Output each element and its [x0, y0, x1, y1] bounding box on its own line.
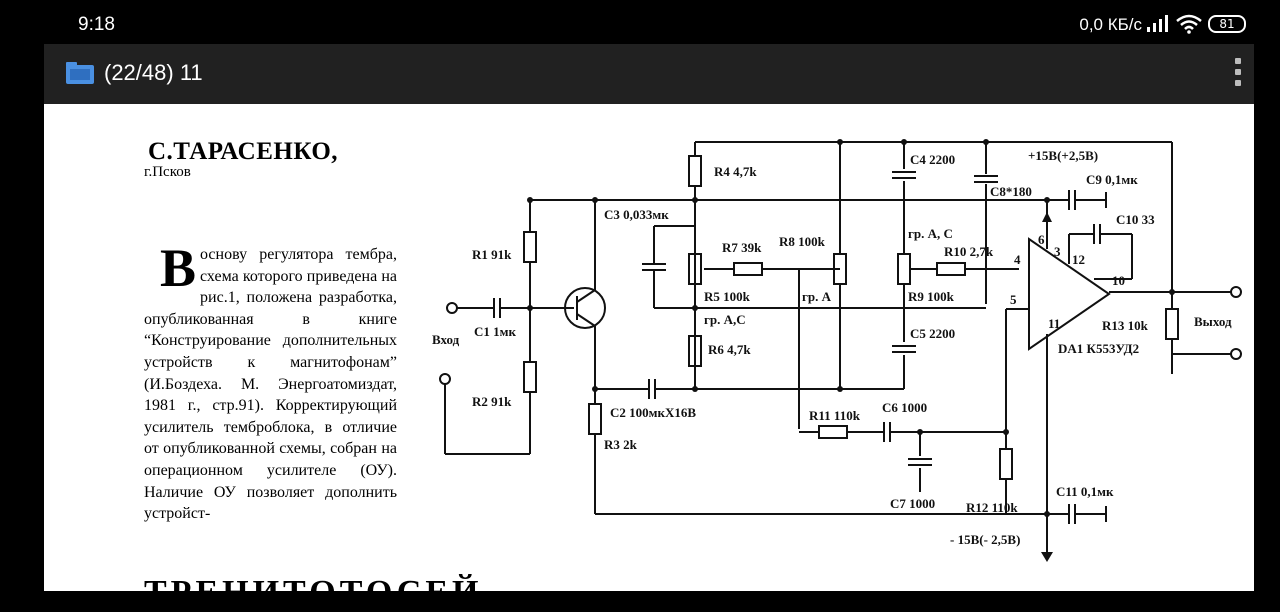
input-terminal-icon [446, 302, 458, 314]
pin-3: 3 [1054, 244, 1061, 259]
label-c7: C7 1000 [890, 496, 935, 511]
label-r2: R2 91k [472, 394, 512, 409]
battery-icon: 81 [1208, 15, 1246, 33]
output-terminal-icon [1230, 286, 1242, 298]
signal-icon [1147, 15, 1168, 32]
label-r13: R13 10k [1102, 318, 1149, 333]
label-r12: R12 110k [966, 500, 1018, 515]
more-vert-icon[interactable] [1232, 58, 1244, 92]
pin-5: 5 [1010, 292, 1017, 307]
folder-icon [66, 62, 94, 84]
label-c11: C11 0,1мк [1056, 484, 1114, 499]
label-r3: R3 2k [604, 437, 638, 452]
circuit-schematic: R1 91k R2 91k R3 2k R4 4,7k R5 100k R6 4… [432, 139, 1242, 562]
label-c10: C10 33 [1116, 212, 1155, 227]
document-title: (22/48) 11 [104, 60, 203, 85]
app-bar: (22/48) 11 [44, 44, 1254, 104]
output-ground-terminal-icon [1230, 348, 1242, 360]
next-article-title: ТРЕНИТОТОСЕЙ [144, 574, 483, 611]
label-group-ac-1: гр. А,С [704, 312, 746, 327]
label-c2: C2 100мкX16B [610, 405, 696, 420]
article-city: г.Псков [144, 164, 191, 180]
dropcap: В [160, 238, 197, 298]
label-r1: R1 91k [472, 247, 512, 262]
status-bar: 9:18 0,0 КБ/с 81 [0, 0, 1280, 44]
label-c5: C5 2200 [910, 326, 955, 341]
pin-12: 12 [1072, 252, 1085, 267]
pin-11: 11 [1048, 316, 1060, 331]
label-c8: C8*180 [990, 184, 1032, 199]
label-c4: C4 2200 [910, 152, 955, 167]
label-plus-supply: +15В(+2,5В) [1028, 148, 1098, 163]
label-r5: R5 100k [704, 289, 751, 304]
wifi-icon [1176, 14, 1202, 34]
label-output: Выход [1194, 314, 1232, 329]
article-author: С.ТАРАСЕНКО, [148, 138, 339, 165]
clock: 9:18 [78, 14, 115, 35]
label-r4: R4 4,7k [714, 164, 757, 179]
pin-4: 4 [1014, 252, 1021, 267]
label-r10: R10 2,7k [944, 244, 994, 259]
pin-6: 6 [1038, 232, 1045, 247]
network-speed: 0,0 КБ/с [1079, 15, 1142, 34]
label-da1: DA1 К553УД2 [1058, 341, 1139, 356]
pin-10: 10 [1112, 273, 1125, 288]
label-c9: C9 0,1мк [1086, 172, 1138, 187]
label-c1: C1 1мк [474, 324, 516, 339]
label-r11: R11 110k [809, 408, 861, 423]
label-c6: C6 1000 [882, 400, 927, 415]
ground-terminal-icon [439, 373, 451, 385]
label-input: Вход [432, 332, 460, 347]
article-text: основу регулятора тембра, схема которого… [144, 246, 397, 523]
label-r8: R8 100k [779, 234, 826, 249]
label-minus-supply: - 15В(- 2,5В) [950, 532, 1020, 547]
schematic-labels: R1 91k R2 91k R3 2k R4 4,7k R5 100k R6 4… [432, 148, 1232, 547]
label-c3: C3 0,033мк [604, 207, 669, 222]
label-r7: R7 39k [722, 240, 762, 255]
label-group-ac-2: гр. А, С [908, 226, 953, 241]
label-r6: R6 4,7k [708, 342, 751, 357]
label-group-a: гр. А [802, 289, 832, 304]
label-r9: R9 100k [908, 289, 955, 304]
